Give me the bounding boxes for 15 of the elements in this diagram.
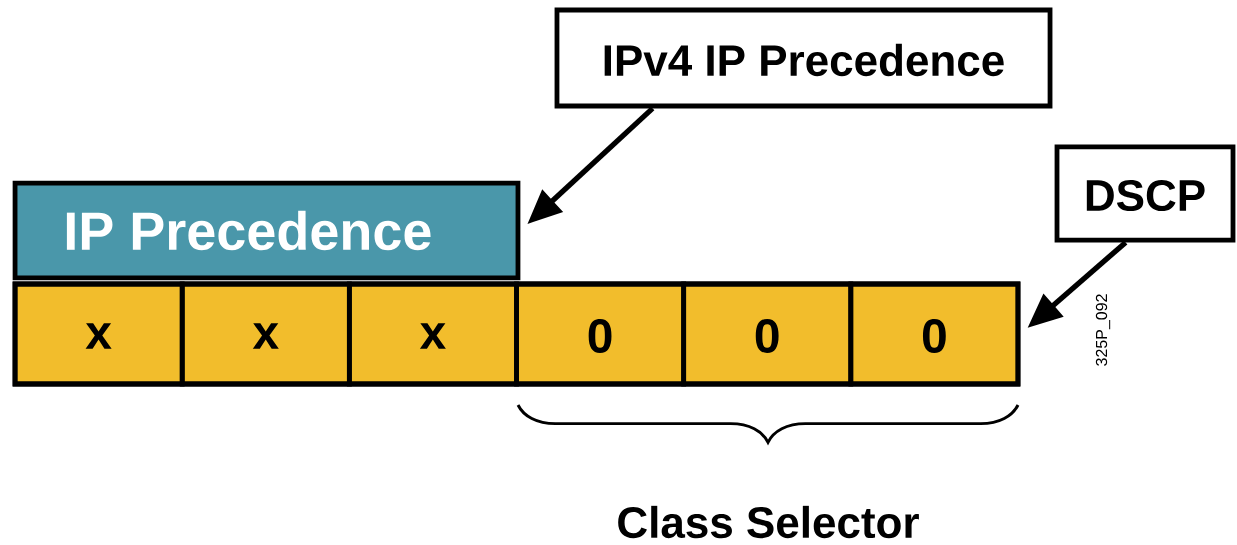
node-label: IPv4 IP Precedence xyxy=(604,43,1004,77)
node-label: IP Precedence xyxy=(66,210,431,251)
callout-box xyxy=(1054,144,1236,243)
brace-label: Class Selector xyxy=(618,505,919,539)
figure-code: 325P_092 xyxy=(1095,294,1111,366)
node-label: x xyxy=(419,323,446,349)
bit-cell xyxy=(848,281,1021,387)
callout-box xyxy=(554,7,1053,109)
node-label: DSCP xyxy=(1086,179,1205,212)
field-band xyxy=(12,180,521,281)
node-label: x xyxy=(85,323,112,349)
node-label: x xyxy=(252,323,279,349)
node-label: 0 xyxy=(755,319,779,353)
node-label: 0 xyxy=(588,319,612,353)
node-label: 0 xyxy=(922,319,946,353)
